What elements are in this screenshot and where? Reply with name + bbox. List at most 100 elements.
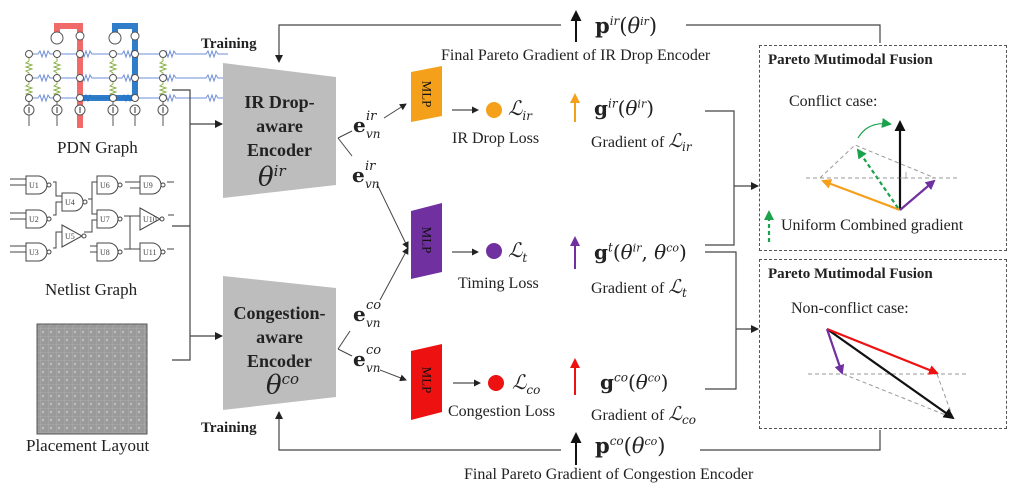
- netlist-gate-label: U8: [100, 248, 110, 257]
- loss-name-ir: IR Drop Loss: [452, 130, 540, 147]
- loss-dot-timing: [486, 243, 502, 259]
- loss-symbol-ir: ℒir: [508, 96, 532, 123]
- congestion-encoder: Congestion- aware Encoder: [223, 301, 336, 373]
- fusion-title-nonconflict: Pareto Mutimodal Fusion: [768, 266, 933, 282]
- netlist-gate-label: U1: [29, 181, 39, 190]
- congestion-encoder-shape: [223, 276, 336, 410]
- conflict-uniform-vector: [856, 148, 899, 209]
- embedding-lines: [337, 103, 409, 382]
- gradient-caption-ir: Gradient of ℒir: [591, 130, 692, 155]
- mlp-ir-label: MLP: [419, 80, 435, 108]
- gradient-caption-congestion: Gradient of ℒco: [591, 403, 696, 428]
- netlist-gate-label: U2: [29, 215, 39, 224]
- gradient-to-fusion-connectors: [705, 110, 759, 390]
- training-label-bottom: Training: [201, 420, 257, 436]
- loss-name-congestion: Congestion Loss: [448, 403, 556, 420]
- loss-dot-congestion: [488, 375, 504, 391]
- fusion-title-conflict: Pareto Mutimodal Fusion: [768, 52, 933, 68]
- netlist-gate-label: U3: [29, 248, 39, 257]
- netlist-gate-u7: U7: [96, 209, 123, 229]
- gradient-ir: gir(θir): [594, 96, 655, 120]
- rotation-arrow: [857, 117, 892, 139]
- netlist-gate-u10: U10: [139, 207, 165, 231]
- gradient-timing: gt(θir, θco): [594, 240, 687, 264]
- loss-dot-ir: [486, 102, 502, 118]
- netlist-wire: [88, 181, 97, 215]
- mlp-congestion-shape: [411, 344, 442, 420]
- ir-encoder: IR Drop- aware Encoder: [223, 90, 336, 162]
- placement-layout-image: [36, 323, 148, 435]
- nonconflict-case-label: Non-conflict case:: [791, 300, 909, 317]
- loss-symbol-congestion: ℒco: [512, 370, 541, 397]
- nonconflict-congestion-vector: [826, 327, 939, 375]
- co-encoder-line3: Encoder: [247, 351, 312, 371]
- nonconflict-pareto-vector: [826, 328, 955, 420]
- input-connectors: [172, 89, 223, 361]
- mlp-ir-shape: [411, 66, 442, 122]
- pareto-gradient-co: pco(θco): [595, 433, 666, 458]
- fusion-box-nonconflict: Pareto Mutimodal Fusion Non-conflict cas…: [759, 259, 1007, 429]
- netlist-gate-label: U11: [143, 248, 156, 257]
- netlist-wire: [124, 181, 140, 250]
- netlist-gate-u8: U8: [96, 242, 123, 262]
- training-feedback-lines: [275, 24, 881, 451]
- ir-encoder-line2: aware: [256, 116, 303, 136]
- netlist-gate-label: U7: [100, 215, 110, 224]
- pareto-gradient-ir: pir(θir): [595, 13, 658, 38]
- netlist-wire: [84, 219, 97, 253]
- nonconflict-vectors: [808, 327, 968, 420]
- netlist-wire: [167, 181, 174, 250]
- conflict-ir-vector: [821, 179, 901, 212]
- co-encoder-line2: aware: [256, 327, 303, 347]
- loss-name-timing: Timing Loss: [458, 275, 539, 292]
- netlist-gate-u11: U11: [139, 242, 166, 262]
- netlist-wire: [53, 181, 62, 216]
- nonconflict-timing-vector: [825, 328, 845, 375]
- pdn-graph-label: PDN Graph: [57, 138, 138, 157]
- netlist-gate-label: U10: [143, 215, 157, 224]
- ir-encoder-shape: [223, 63, 336, 198]
- ir-encoder-theta: θir: [258, 162, 286, 193]
- mlp-timing-label: MLP: [419, 226, 435, 254]
- netlist-gate-u9: U9: [139, 175, 166, 195]
- netlist-gate-label: U4: [65, 198, 75, 207]
- netlist-graph-label: Netlist Graph: [45, 280, 138, 299]
- ir-encoder-line1: IR Drop-: [244, 92, 315, 112]
- pdn-graph: [23, 23, 228, 128]
- conflict-timing-vector: [899, 179, 936, 211]
- netlist-gate-label: U5: [65, 232, 75, 241]
- co-encoder-line1: Congestion-: [233, 303, 326, 323]
- netlist-wire: [10, 178, 26, 253]
- placement-layout-label: Placement Layout: [26, 436, 150, 455]
- gradient-congestion: gco(θco): [600, 370, 669, 394]
- loss-symbol-timing: ℒt: [508, 238, 528, 265]
- ir-encoder-line3: Encoder: [247, 140, 312, 160]
- netlist-gate-label: U6: [100, 181, 110, 190]
- netlist-gate-u5: U5: [61, 224, 87, 248]
- gradient-caption-timing: Gradient of ℒt: [591, 276, 687, 301]
- netlist-gate-u1: U1: [25, 175, 52, 195]
- pdn-vertical-resistors: [24, 57, 168, 98]
- netlist-gate-u3: U3: [25, 242, 52, 262]
- netlist-gate-u2: U2: [25, 209, 52, 229]
- pdn-nodes: [25, 31, 167, 102]
- mlp-to-loss-arrows: [452, 106, 481, 387]
- pdn-congestion-path: [80, 23, 138, 101]
- netlist-gate-label: U9: [143, 181, 153, 190]
- co-encoder-theta: θco: [266, 370, 300, 401]
- pdn-current-sources: [23, 101, 169, 126]
- netlist-gate-u6: U6: [96, 175, 123, 195]
- pareto-caption-ir: Final Pareto Gradient of IR Drop Encoder: [441, 47, 711, 64]
- fusion-box-conflict: Pareto Mutimodal Fusion Conflict case: U…: [759, 45, 1007, 251]
- uniform-gradient-legend: Uniform Combined gradient: [781, 217, 964, 234]
- mlp-timing-shape: [411, 203, 442, 279]
- mlp-congestion-label: MLP: [419, 366, 435, 394]
- conflict-case-label: Conflict case:: [789, 93, 878, 110]
- netlist-gate-u4: U4: [61, 192, 88, 212]
- pareto-caption-co: Final Pareto Gradient of Congestion Enco…: [464, 466, 754, 483]
